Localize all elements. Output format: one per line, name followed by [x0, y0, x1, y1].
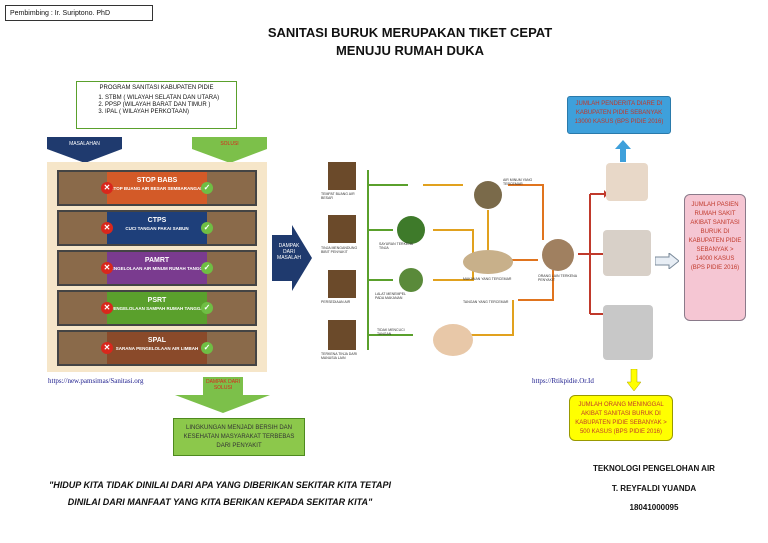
- flow-label: TANGAN YANG TERCEMAR: [463, 300, 509, 304]
- flow-label: AIR MINUM YANG TERCEMAR: [503, 178, 533, 186]
- deceased-image: [603, 305, 653, 360]
- pillar-row-pamrt: ✕ PAMRT PENGELOLAAN AIR MINUM RUMAH TANG…: [57, 250, 257, 286]
- hand-image: [433, 324, 473, 356]
- cross-icon: ✕: [101, 262, 113, 274]
- masalahan-label: MASALAHAN: [69, 141, 100, 147]
- program-list: STBM ( WILAYAH SELATAN DAN UTARA) PPSP (…: [81, 95, 232, 115]
- solution-image: [207, 292, 255, 324]
- source-link-right[interactable]: https://Rtikpidie.Or.Id: [532, 377, 594, 385]
- pillar-desc: STOP BUANG AIR BESAR SEMBARANGAN: [110, 186, 204, 191]
- hospital-stats-box: JUMLAH PASIEN RUMAH SAKIT AKIBAT SANITAS…: [684, 194, 746, 321]
- check-icon: ✓: [201, 182, 213, 194]
- problem-image: [59, 172, 107, 204]
- quote-line-2: DINILAI DARI MANFAAT YANG KITA BERIKAN K…: [67, 497, 373, 507]
- up-arrow-icon: [615, 140, 631, 162]
- flow-label: MAKANAN YANG TERCEMAR: [463, 277, 512, 281]
- flow-label: ORANG LAIN TERKENA PENYAKIT: [538, 274, 577, 282]
- vegetables-image: [397, 216, 425, 244]
- hospital-patient-image: [603, 230, 651, 276]
- flow-label: PERSEDIAAN AIR: [321, 300, 351, 304]
- flow-label: TERKENA TINJA DARI MANUSIA LAIN: [321, 352, 358, 360]
- supervisor-label: Pembimbing : Ir. Suriptono. PhD: [5, 5, 153, 21]
- sick-person-image: [542, 239, 574, 271]
- flow-label: TIDAK MENCUCI TANGAN: [377, 328, 405, 336]
- check-icon: ✓: [201, 342, 213, 354]
- pillar-desc: PENGELOLAAN AIR MINUM RUMAH TANGGA: [107, 266, 207, 271]
- pillar-desc: CUCI TANGAN PAKAI SABUN: [125, 226, 189, 231]
- credit-id: 18041000095: [629, 503, 679, 512]
- dampak-masalah-arrow-icon: [272, 225, 312, 291]
- pillar-desc: PENGELOLAAN SAMPAH RUMAH TANGGA: [110, 306, 204, 311]
- flow-label: TEMPAT BUANG AIR BESAR: [321, 192, 355, 200]
- problem-image: [59, 332, 107, 364]
- check-icon: ✓: [201, 222, 213, 234]
- cross-icon: ✕: [101, 222, 113, 234]
- solution-image: [207, 212, 255, 244]
- pillar-row-spal: ✕ SPAL SARANA PENGELOLAAN AIR LIMBAH ✓: [57, 330, 257, 366]
- title-line-2: MENUJU RUMAH DUKA: [335, 43, 485, 58]
- program-heading: PROGRAM SANITASI KABUPATEN PIDIE: [99, 85, 214, 91]
- water-bucket-image: [474, 181, 502, 209]
- diarrhea-patient-image: [606, 163, 648, 201]
- pillar-code: PAMRT: [144, 257, 170, 264]
- quote: "HIDUP KITA TIDAK DINILAI DARI APA YANG …: [25, 477, 415, 511]
- cross-icon: ✕: [101, 342, 113, 354]
- cross-icon: ✕: [101, 182, 113, 194]
- flow-label: LALAT MENEMPEL PADA MAKANAN: [375, 292, 406, 300]
- pillar-desc: SARANA PENGELOLAAN AIR LIMBAH: [115, 346, 199, 351]
- feces-image: [328, 215, 356, 243]
- fly-image: [399, 268, 423, 292]
- pillar-row-psrt: ✕ PSRT PENGELOLAAN SAMPAH RUMAH TANGGA ✓: [57, 290, 257, 326]
- pillar-row-ctps: ✕ CTPS CUCI TANGAN PAKAI SABUN ✓: [57, 210, 257, 246]
- diarrhea-stats-box: JUMLAH PENDERITA DIARE DI KABUPATEN PIDI…: [567, 96, 671, 134]
- solution-image: [207, 332, 255, 364]
- death-stats-box: JUMLAH ORANG MENINGGAL AKIBAT SANITASI B…: [569, 395, 673, 441]
- pillar-code: STOP BABS: [136, 177, 178, 184]
- solution-image: [207, 252, 255, 284]
- water-source-image: [328, 270, 356, 298]
- solution-image: [207, 172, 255, 204]
- title-line-1: SANITASI BURUK MERUPAKAN TIKET CEPAT: [267, 25, 553, 40]
- solusi-arrow-icon: [192, 137, 267, 163]
- pillar-code: CTPS: [147, 217, 167, 224]
- dampak-masalah-label: DAMPAK DARI MASALAH: [277, 243, 301, 261]
- outcome-box: LINGKUNGAN MENJADI BERSIH DAN KESEHATAN …: [173, 418, 305, 456]
- food-plate-image: [463, 250, 513, 274]
- program-box: PROGRAM SANITASI KABUPATEN PIDIE STBM ( …: [76, 81, 237, 129]
- check-icon: ✓: [201, 302, 213, 314]
- quote-line-1: "HIDUP KITA TIDAK DINILAI DARI APA YANG …: [49, 480, 391, 490]
- solusi-label: SOLUSI: [220, 141, 239, 147]
- down-arrow-icon: [627, 369, 641, 391]
- program-item: IPAL ( WILAYAH PERKOTAAN): [105, 109, 232, 115]
- credit-name: T. REYFALDI YUANDA: [611, 484, 697, 493]
- masalahan-arrow-icon: [47, 137, 122, 163]
- person-image: [328, 320, 356, 350]
- right-arrow-icon: [655, 253, 679, 269]
- program-item: PPSP (WILAYAH BARAT DAN TIMUR ): [105, 102, 232, 108]
- problem-image: [59, 252, 107, 284]
- dampak-solusi-arrow-icon: [175, 377, 270, 413]
- latrine-image: [328, 162, 356, 190]
- problem-image: [59, 292, 107, 324]
- flow-label: SAYURAN TERKENA TINJA: [379, 242, 413, 250]
- pillar-row-stop-babs: ✕ STOP BABS STOP BUANG AIR BESAR SEMBARA…: [57, 170, 257, 206]
- pillar-code: PSRT: [147, 297, 167, 304]
- credit-title: TEKNOLOGI PENGELOHAN AIR: [593, 464, 715, 473]
- sanitation-pillars-panel: ✕ STOP BABS STOP BUANG AIR BESAR SEMBARA…: [47, 162, 267, 372]
- flow-label: TINJA MENGANDUNG BIBIT PENYAKIT: [321, 246, 358, 254]
- page-title: SANITASI BURUK MERUPAKAN TIKET CEPAT MEN…: [200, 24, 620, 60]
- transmission-flow-diagram: TEMPAT BUANG AIR BESAR TINJA MENGANDUNG …: [313, 150, 585, 370]
- dampak-solusi-label: DAMPAK DARI SOLUSI: [205, 379, 241, 391]
- source-link-left[interactable]: https://new.pamsimas/Sanitasi.org: [48, 377, 144, 385]
- pillar-code: SPAL: [147, 337, 167, 344]
- problem-image: [59, 212, 107, 244]
- check-icon: ✓: [201, 262, 213, 274]
- flow-arrows: [328, 162, 574, 356]
- cross-icon: ✕: [101, 302, 113, 314]
- program-item: STBM ( WILAYAH SELATAN DAN UTARA): [105, 95, 232, 101]
